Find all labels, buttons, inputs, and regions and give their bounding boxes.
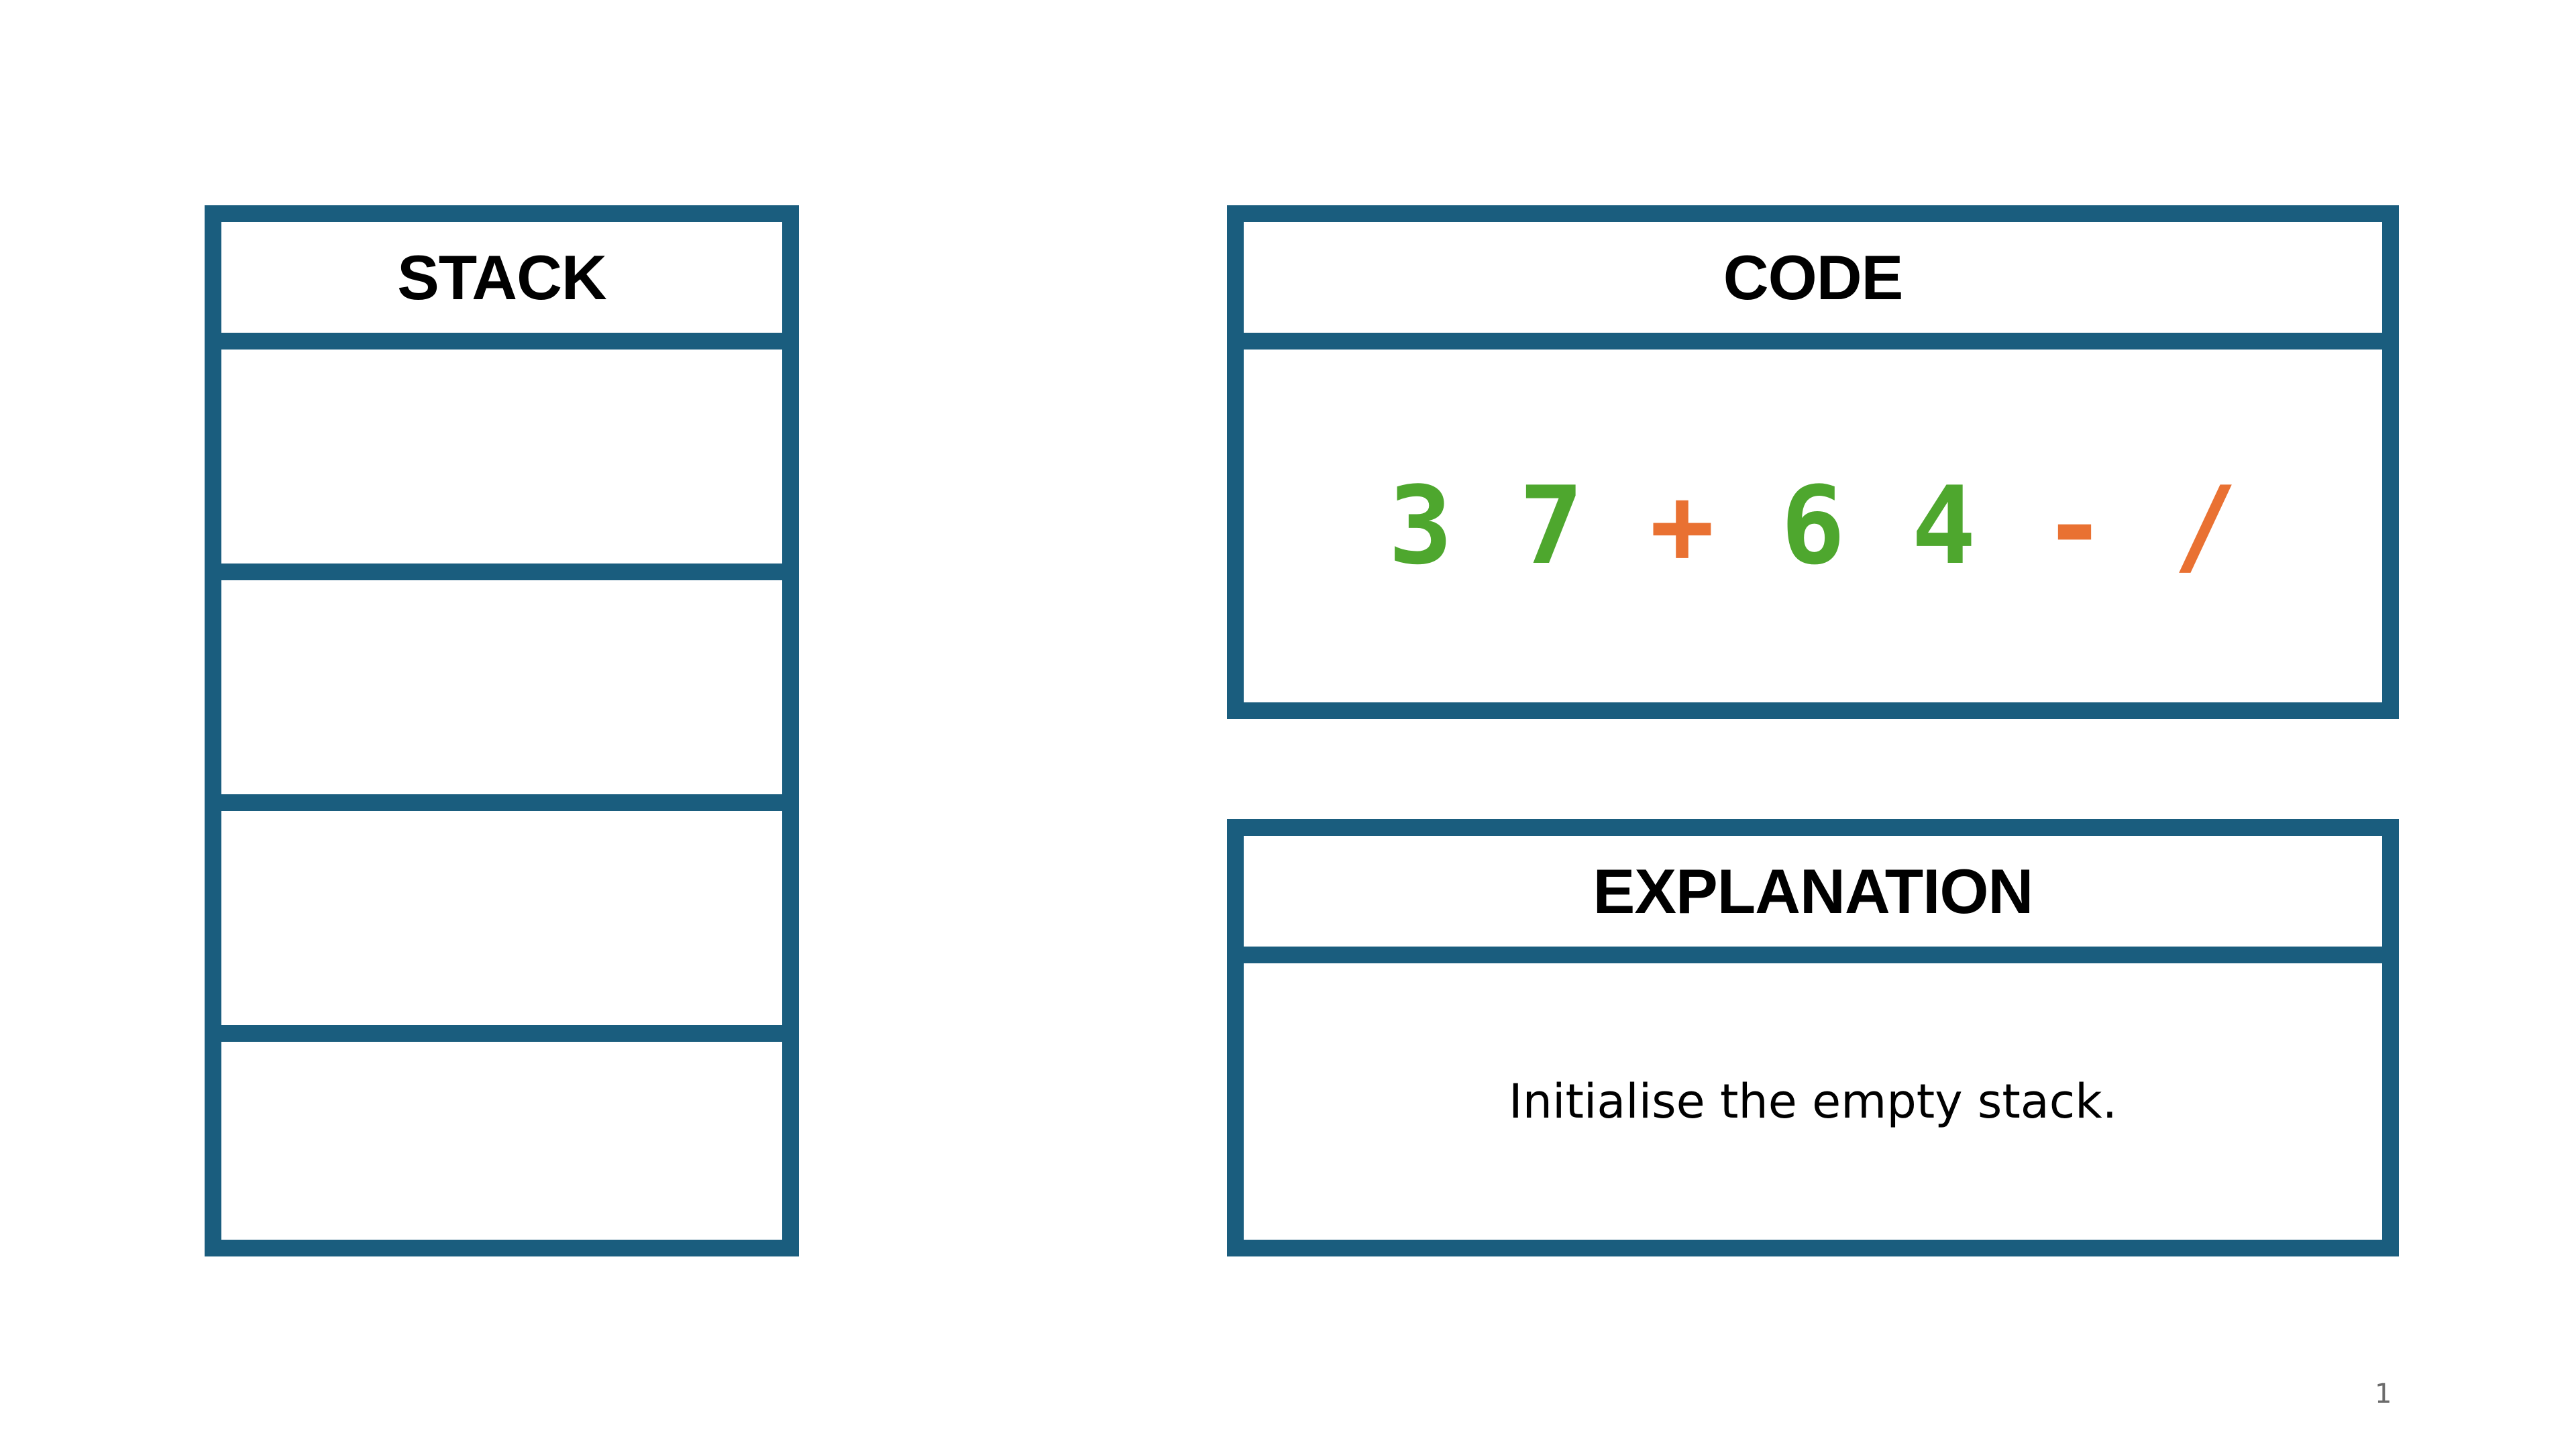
explanation-text: Initialise the empty stack. — [1509, 1074, 2117, 1129]
explanation-title: EXPLANATION — [1244, 836, 2382, 963]
code-body: 3 7 + 6 4 - / — [1244, 350, 2382, 702]
explanation-panel: EXPLANATION Initialise the empty stack. — [1227, 819, 2399, 1256]
stack-slot — [221, 1042, 782, 1261]
stack-slot — [221, 811, 782, 1042]
code-token: 6 — [1780, 463, 1845, 588]
code-title: CODE — [1244, 222, 2382, 350]
stack-panel: STACK — [205, 205, 799, 1256]
code-panel: CODE 3 7 + 6 4 - / — [1227, 205, 2399, 719]
code-token: 7 — [1519, 463, 1584, 588]
code-token: 4 — [1911, 463, 1976, 588]
code-token: + — [1650, 463, 1715, 588]
page-number: 1 — [2375, 1379, 2392, 1409]
code-token: 3 — [1388, 463, 1453, 588]
code-expression: 3 7 + 6 4 - / — [1355, 472, 2271, 580]
stack-title: STACK — [221, 222, 782, 350]
code-token: / — [2173, 463, 2238, 588]
code-token: - — [2042, 463, 2107, 588]
stack-slot — [221, 580, 782, 811]
stack-slot — [221, 350, 782, 580]
